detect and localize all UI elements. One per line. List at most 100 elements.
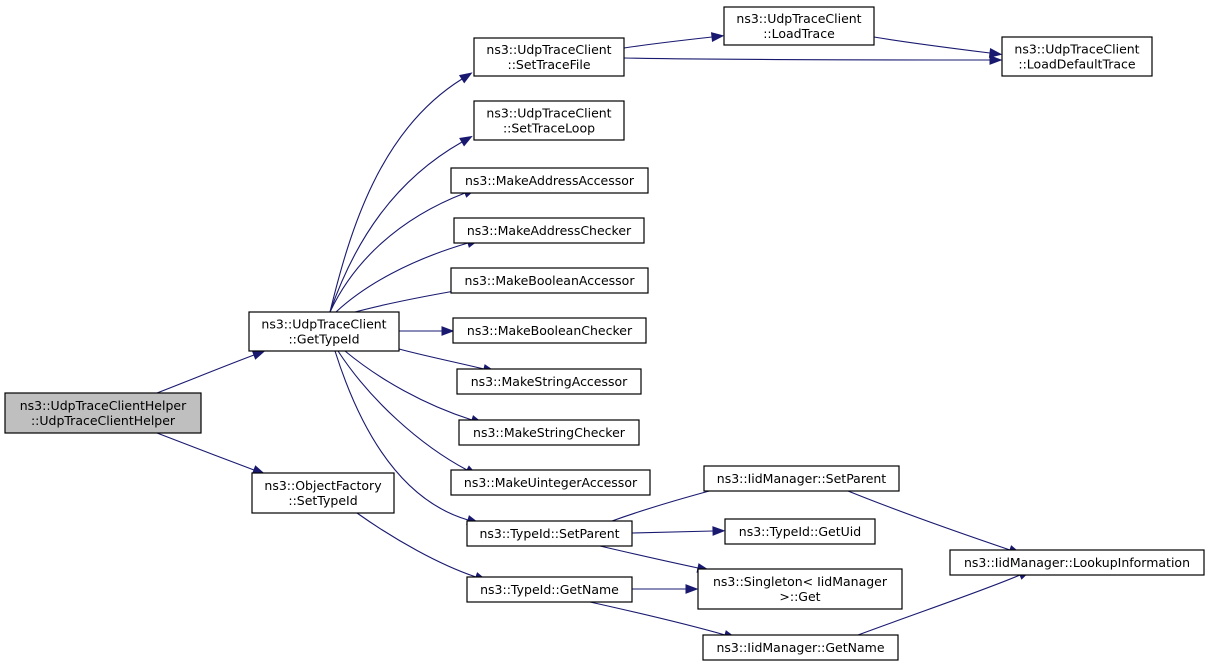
node-label: ns3::UdpTraceClient [486,42,611,57]
edge-arrowhead [712,526,726,536]
node-mkuintacc[interactable]: ns3::MakeUintegerAccessor [450,469,651,496]
node-label: ::LoadTrace [763,26,835,41]
edge-line [623,57,991,61]
node-loadtrace[interactable]: ns3::UdpTraceClient::LoadTrace [723,6,875,46]
edge-gettypeid-to-settraceloop [329,135,473,313]
edge-arrowhead [441,326,455,336]
edge-line [337,350,468,471]
edge-arrowhead [988,48,1003,58]
node-box [456,368,642,395]
edge-line [156,354,255,394]
edge-line [356,512,477,578]
edge-line [398,348,485,370]
node-iidlookup[interactable]: ns3::IidManager::LookupInformation [949,549,1205,576]
node-label: ns3::MakeAddressChecker [467,223,632,238]
node-label: ::GetTypeId [288,332,359,347]
node-tidgetuid[interactable]: ns3::TypeId::GetUid [724,518,876,545]
edge-root-to-objfactory [156,432,266,475]
node-label: ns3::MakeStringChecker [473,425,626,440]
node-settraceloop[interactable]: ns3::UdpTraceClient::SetTraceLoop [473,100,625,141]
node-mkstracc[interactable]: ns3::MakeStringAccessor [456,368,642,395]
edge-line [329,141,463,313]
node-settracefile[interactable]: ns3::UdpTraceClient::SetTraceFile [473,37,625,77]
node-label: ns3::MakeBooleanAccessor [465,273,636,288]
edge-line [857,574,1021,636]
node-label: ns3::TypeId::SetParent [479,526,619,541]
node-loaddefault[interactable]: ns3::UdpTraceClient::LoadDefaultTrace [1001,36,1153,77]
edge-tidgetname-to-singleton [632,584,699,594]
edge-tidsetparent-to-singleton [599,545,711,573]
node-tidgetname[interactable]: ns3::TypeId::GetName [466,576,633,603]
node-label: ns3::TypeId::GetUid [739,524,861,539]
node-label: ns3::MakeUintegerAccessor [464,475,638,490]
node-label: ns3::UdpTraceClient [1014,42,1139,57]
node-root[interactable]: ns3::UdpTraceClientHelper::UdpTraceClien… [4,392,202,434]
node-box [248,311,400,352]
node-box [473,37,625,77]
node-label: ns3::ObjectFactory [264,478,382,493]
edge-arrowhead [459,135,473,147]
edge-line [335,242,469,313]
node-label: ns3::UdpTraceClient [486,106,611,121]
edge-arrowhead [251,350,266,360]
edge-gettypeid-to-mkboolchk [399,326,455,336]
node-box [466,520,633,547]
node-box [724,518,876,545]
node-mkstrchk[interactable]: ns3::MakeStringChecker [458,419,640,446]
node-box [450,167,649,194]
edge-line [589,601,726,636]
node-label: ::UdpTraceClientHelper [31,413,176,428]
edge-line [631,530,714,534]
node-objfactory[interactable]: ns3::ObjectFactory::SetTypeId [251,472,395,514]
node-label: ns3::IidManager::GetName [716,640,884,655]
node-box [702,634,899,661]
edge-settracefile-to-loadtrace [623,32,725,49]
node-mkboolacc[interactable]: ns3::MakeBooleanAccessor [450,267,649,294]
edge-line [329,192,466,313]
node-tidsetparent[interactable]: ns3::TypeId::SetParent [466,520,633,547]
node-mkaddracc[interactable]: ns3::MakeAddressAccessor [450,167,649,194]
edge-loadtrace-to-loaddefault [873,36,1003,58]
edge-line [329,78,463,313]
node-box [703,465,900,492]
node-mkboolchk[interactable]: ns3::MakeBooleanChecker [452,317,647,344]
node-box [458,419,640,446]
edge-gettypeid-to-settracefile [329,72,473,313]
node-label: ::LoadDefaultTrace [1018,57,1136,72]
node-label: ns3::UdpTraceClient [736,11,861,26]
node-iidgetname[interactable]: ns3::IidManager::GetName [702,634,899,661]
node-label: ::SetTraceLoop [503,121,595,136]
node-box [723,6,875,46]
node-gettypeid[interactable]: ns3::UdpTraceClient::GetTypeId [248,311,400,352]
node-iidsetparent[interactable]: ns3::IidManager::SetParent [703,465,900,492]
node-mkaddrchk[interactable]: ns3::MakeAddressChecker [453,217,645,244]
edge-line [599,545,699,569]
edge-arrowhead [685,584,699,594]
node-label: ns3::MakeStringAccessor [471,374,628,389]
node-box [453,217,645,244]
node-label: ns3::UdpTraceClientHelper [20,398,187,413]
edge-line [873,36,991,54]
edge-settracefile-to-loaddefault [623,55,1003,65]
node-box [1001,36,1153,77]
edge-line [156,432,255,471]
node-box [4,392,202,434]
edge-line [334,350,469,521]
node-label: ns3::Singleton< IidManager [713,574,888,589]
node-label: ns3::IidManager::LookupInformation [964,555,1190,570]
node-singleton[interactable]: ns3::Singleton< IidManager>::Get [697,568,903,610]
node-box [466,576,633,603]
edge-line [847,490,1011,551]
node-label: ns3::MakeAddressAccessor [465,173,635,188]
node-label: ::SetTypeId [288,493,357,508]
node-box [949,549,1205,576]
node-box [697,568,903,610]
node-box [473,100,625,141]
node-box [450,469,651,496]
edge-tidsetparent-to-tidgetuid [631,526,726,536]
edge-root-to-gettypeid [156,350,266,394]
edge-arrowhead [989,55,1003,65]
edge-arrowhead [710,32,725,42]
edge-line [344,350,473,421]
